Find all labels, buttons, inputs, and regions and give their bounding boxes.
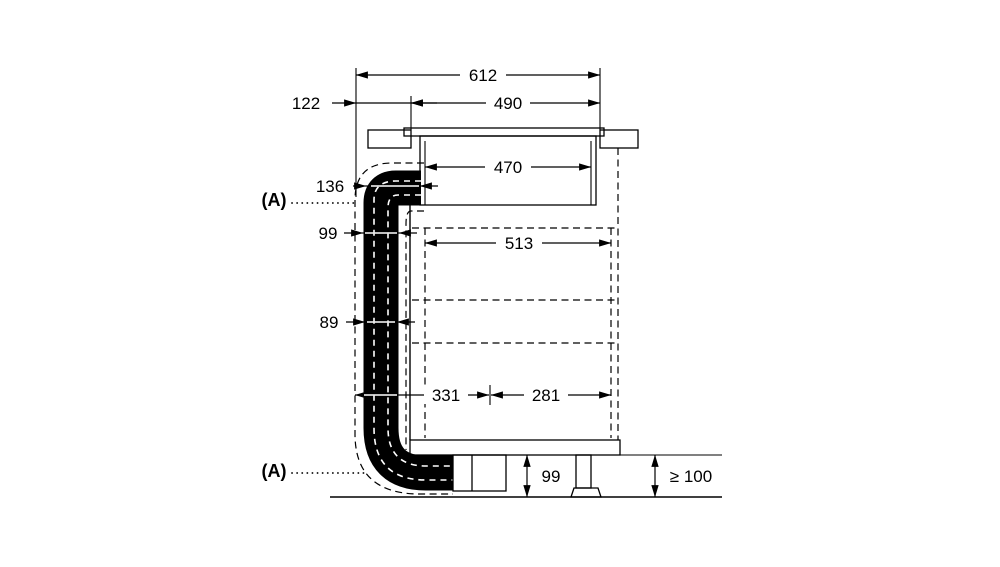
dim-label-513: 513 xyxy=(505,234,533,253)
foot-leg xyxy=(575,454,592,489)
dim-label-bg-331 xyxy=(424,386,468,404)
dim-cabinet-inner-width: 513 xyxy=(424,234,612,253)
dim-label-bg-min100 xyxy=(664,467,718,485)
dim-label-bg-122 xyxy=(285,94,328,112)
dim-label-331: 331 xyxy=(432,386,460,405)
hob xyxy=(403,127,605,206)
dim-label-bg-99-lower xyxy=(537,467,565,485)
duct-flex-line-outer xyxy=(373,180,453,481)
dim-total-width: 612 xyxy=(355,66,601,85)
dim-label-min100: ≥ 100 xyxy=(670,467,712,486)
worktop xyxy=(367,129,639,149)
dim-label-122: 122 xyxy=(292,94,320,113)
cabinet-bottom-panel xyxy=(409,439,621,456)
dim-label-bg-281 xyxy=(524,386,568,404)
adjustable-foot xyxy=(570,454,602,498)
dim-label-bg-490 xyxy=(486,94,530,112)
duct-body xyxy=(363,170,453,491)
dim-label-281: 281 xyxy=(532,386,560,405)
dim-duct-top-depth: 136 xyxy=(308,177,438,196)
section-label-upper: (A) xyxy=(262,190,287,210)
foot-base xyxy=(570,487,602,498)
duct-flex-line-inner xyxy=(387,194,453,467)
hob-flange xyxy=(403,127,605,137)
dim-label-99-upper: 99 xyxy=(319,224,338,243)
dim-label-bg-612 xyxy=(460,66,506,84)
duct-clearance-outer-dashed xyxy=(354,162,453,495)
worktop-left-section xyxy=(367,129,412,149)
duct-clearance-inner-dashed xyxy=(405,210,424,450)
section-label-lower: (A) xyxy=(262,461,287,481)
dim-hob-inner-width: 470 xyxy=(424,158,592,177)
dim-label-bg-470 xyxy=(485,158,531,176)
dim-duct-upper-width: 99 xyxy=(312,224,417,243)
dim-label-bg-136 xyxy=(308,177,353,195)
cabinet xyxy=(409,148,621,456)
dim-cutout-width: 490 xyxy=(410,94,601,113)
dim-label-89: 89 xyxy=(320,313,339,332)
duct-plinth-connector xyxy=(452,454,507,492)
dim-label-99-lower: 99 xyxy=(542,467,561,486)
dim-label-bg-89 xyxy=(314,313,345,331)
dim-plinth-spans: 331 281 xyxy=(354,385,612,405)
exhaust-duct xyxy=(354,162,507,495)
dim-plinth-min-clearance: ≥ 100 xyxy=(620,454,722,498)
dim-label-bg-513 xyxy=(496,234,542,252)
section-marker-lower: (A) xyxy=(262,461,368,481)
dim-label-136: 136 xyxy=(316,177,344,196)
dim-label-bg-99-upper xyxy=(312,224,344,242)
dim-plinth-duct-height: 99 xyxy=(506,454,565,498)
section-marker-upper: (A) xyxy=(262,190,358,210)
dim-label-470: 470 xyxy=(494,158,522,177)
worktop-right-section xyxy=(599,129,639,149)
dim-duct-mid-width: 89 xyxy=(314,313,415,332)
dim-label-612: 612 xyxy=(469,66,497,85)
dim-label-490: 490 xyxy=(494,94,522,113)
